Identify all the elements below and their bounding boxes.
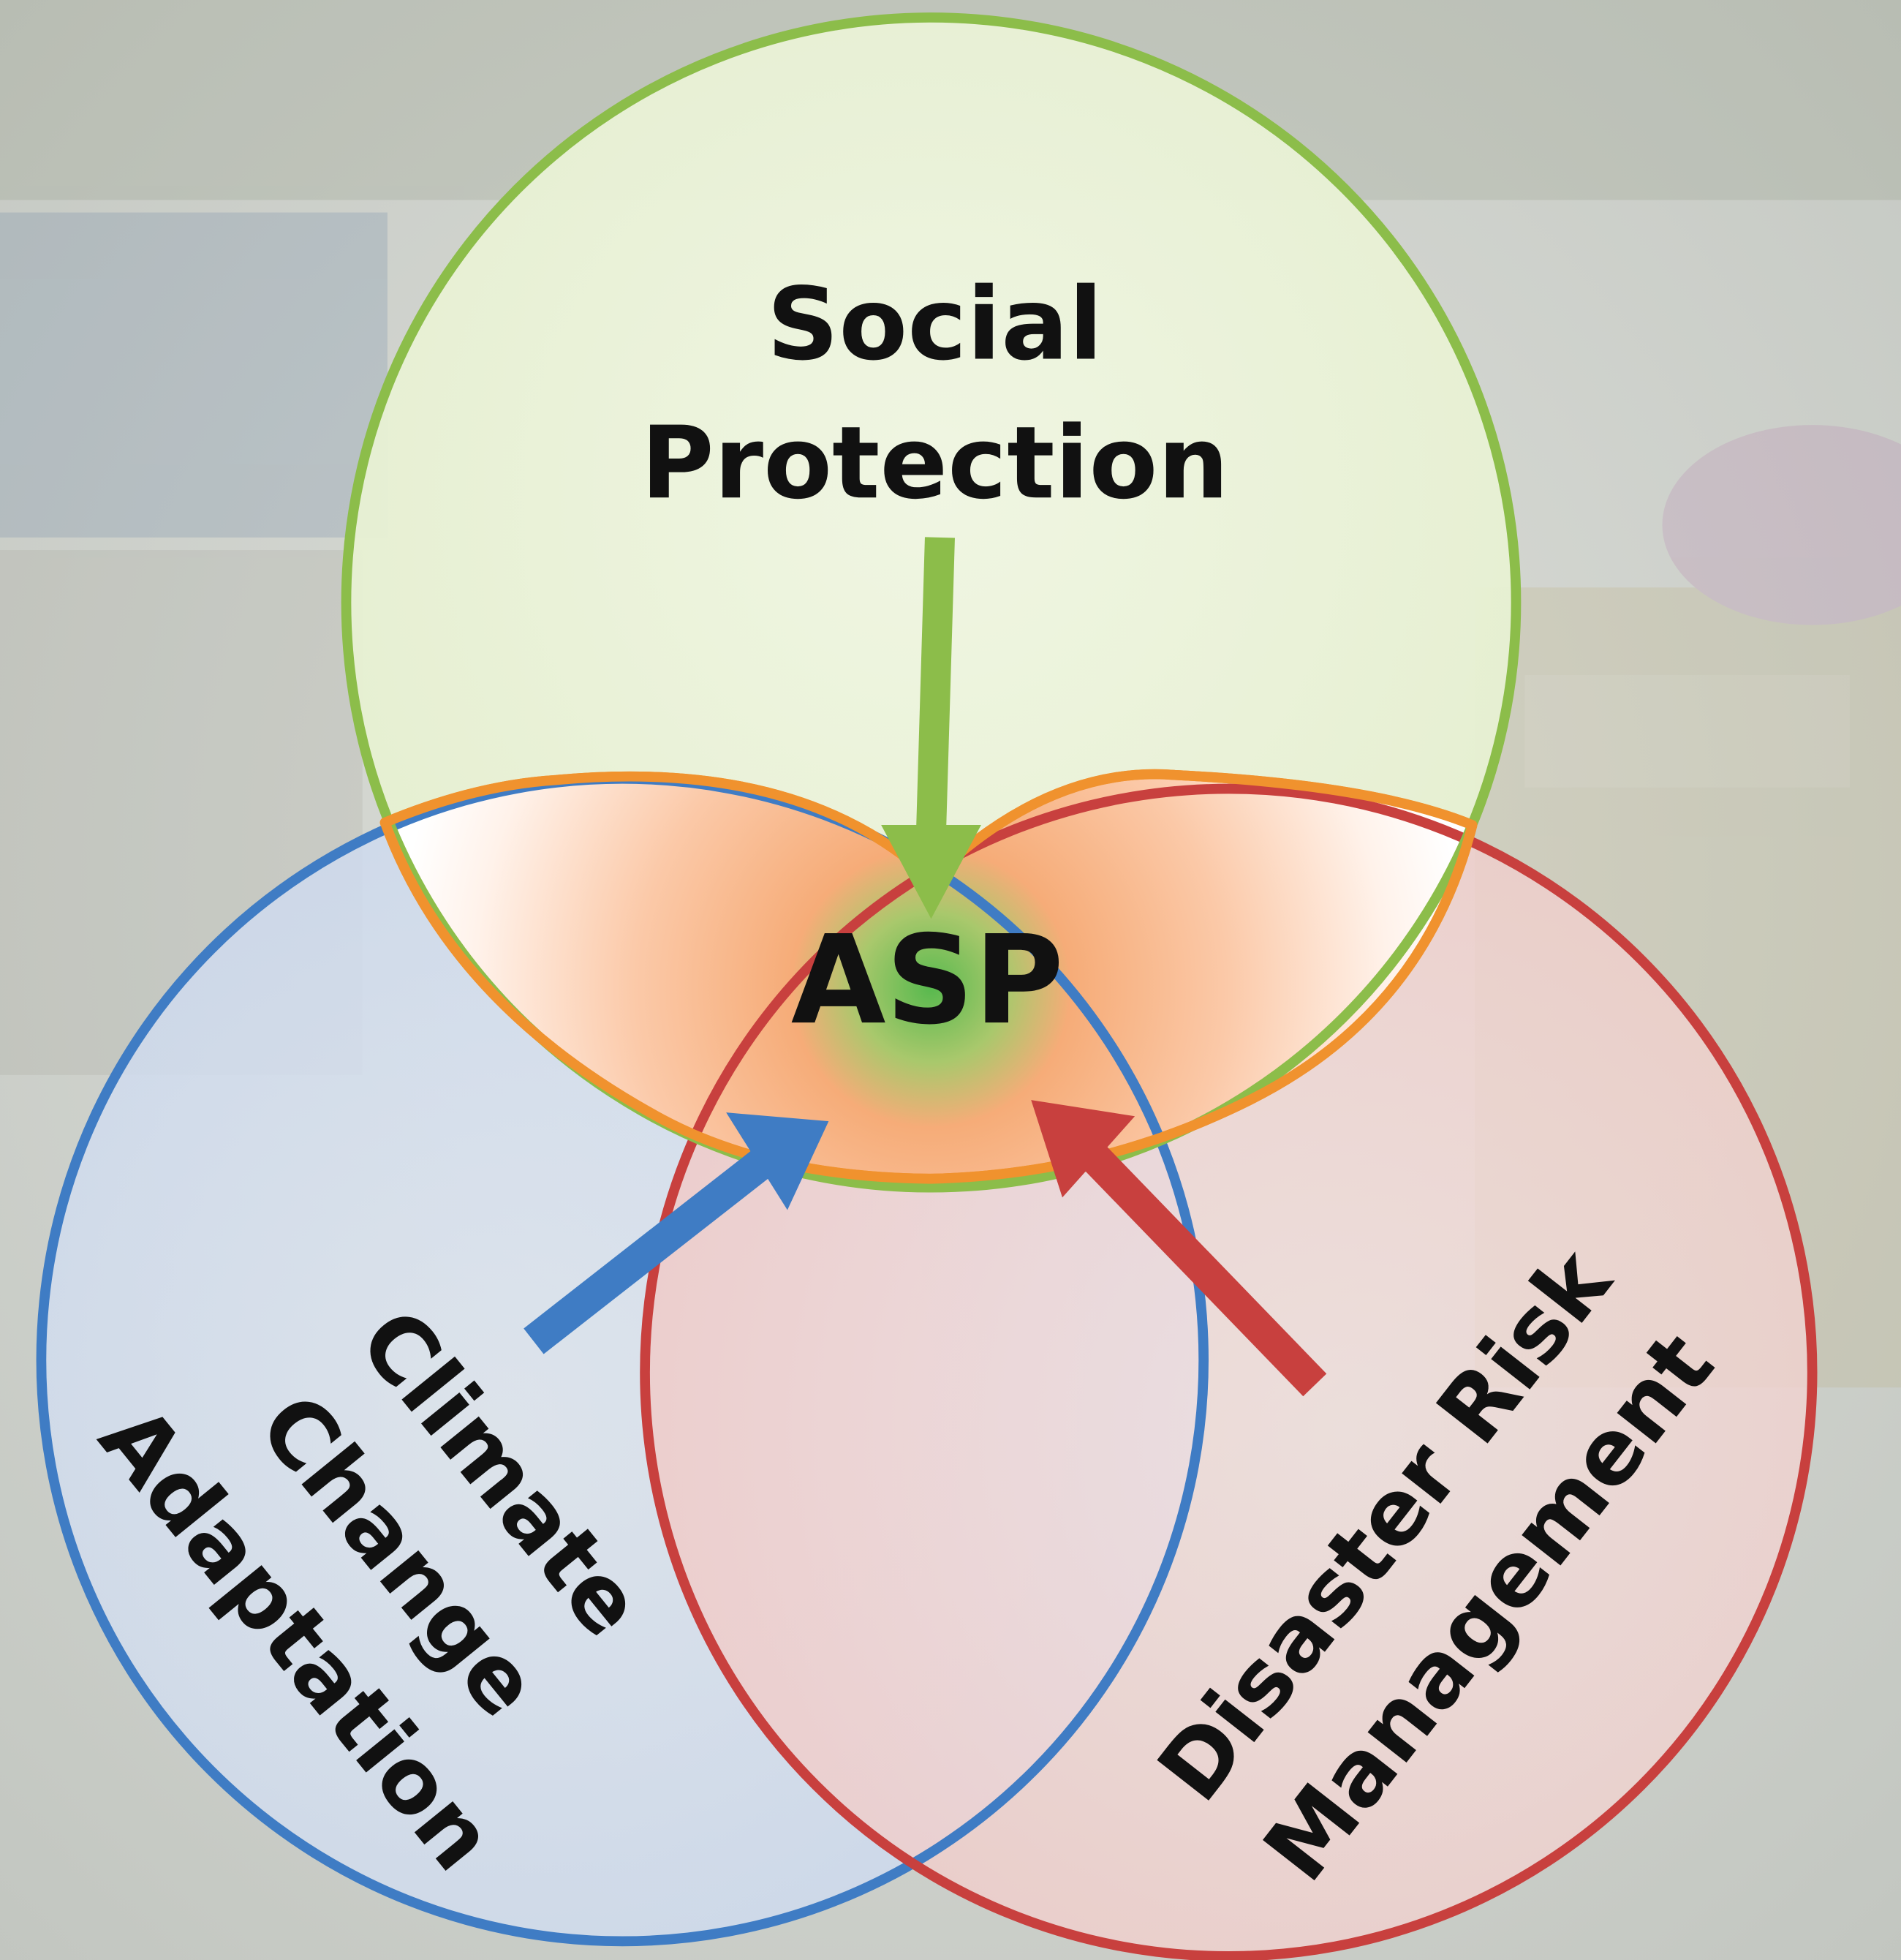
social-protection-arrow xyxy=(881,537,981,919)
disaster-risk-management-arrow xyxy=(1031,1100,1327,1397)
asp-label: ASP xyxy=(791,909,1064,1052)
social-protection-label-line1: Social xyxy=(767,267,1103,383)
social-protection-label-line2: Protection xyxy=(640,405,1228,521)
asp-overlap-outline xyxy=(379,769,1478,1184)
disaster-risk-management-circle xyxy=(640,783,1818,1960)
social-protection-circle xyxy=(341,12,1522,1193)
climate-change-adaptation-arrow xyxy=(524,1112,829,1354)
